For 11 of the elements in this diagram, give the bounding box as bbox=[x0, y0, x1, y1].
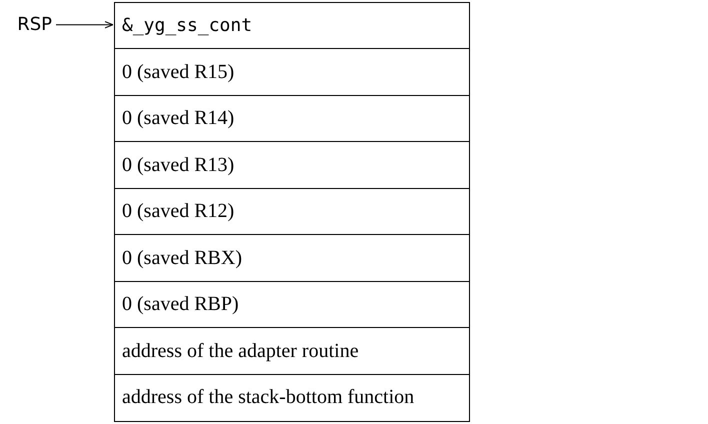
stack-slot: &_yg_ss_cont bbox=[114, 2, 470, 50]
arrow bbox=[56, 21, 114, 28]
stack-slot: 0 (saved RBP) bbox=[114, 280, 470, 328]
stack-slot: 0 (saved R12) bbox=[114, 188, 470, 236]
stack-slot: 0 (saved R13) bbox=[114, 141, 470, 189]
register-label: RSP bbox=[17, 14, 52, 36]
stack-slot: 0 (saved R15) bbox=[114, 48, 470, 96]
stack-slot: address of the stack-bottom function bbox=[114, 374, 470, 422]
stack-slot: 0 (saved R14) bbox=[114, 94, 470, 142]
stack-slot: 0 (saved RBX) bbox=[114, 234, 470, 282]
stack-slot: address of the adapter routine bbox=[114, 327, 470, 375]
